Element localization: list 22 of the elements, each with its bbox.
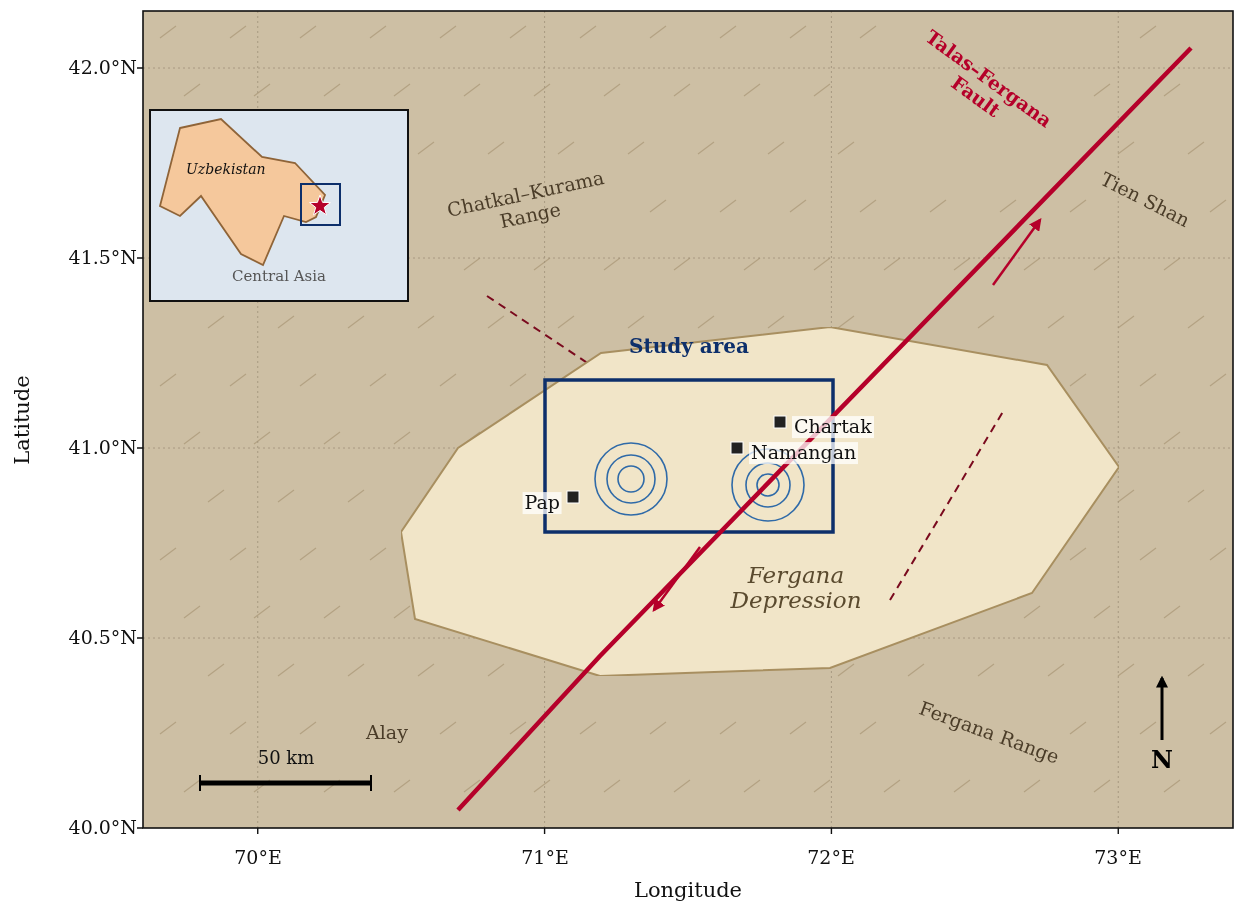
tick-label: 41.0°N: [68, 437, 137, 459]
north-label: N: [1151, 746, 1173, 774]
tick-label: 41.5°N: [68, 247, 137, 269]
scale-label: 50 km: [257, 747, 315, 769]
tick-label: 72°E: [807, 847, 855, 869]
town-label: Pap: [522, 492, 562, 514]
area-heading: Study area: [628, 335, 750, 358]
town-label: Chartak: [792, 416, 874, 438]
region-label: Fergana Depression: [729, 563, 863, 614]
tick-label: 40.5°N: [68, 627, 137, 649]
axis-title: Latitude: [9, 375, 35, 465]
region-label: Central Asia: [231, 268, 327, 286]
tick-label: 71°E: [521, 847, 569, 869]
country-label: Uzbekistan: [186, 161, 266, 178]
axis-title: Longitude: [633, 877, 743, 903]
tick-label: 40.0°N: [68, 817, 137, 839]
town-label: Namangan: [749, 442, 859, 464]
region-label: Alay: [366, 722, 408, 744]
inset-map: [149, 109, 409, 302]
tick-label: 73°E: [1094, 847, 1142, 869]
tick-label: 42.0°N: [68, 57, 137, 79]
tick-label: 70°E: [234, 847, 282, 869]
